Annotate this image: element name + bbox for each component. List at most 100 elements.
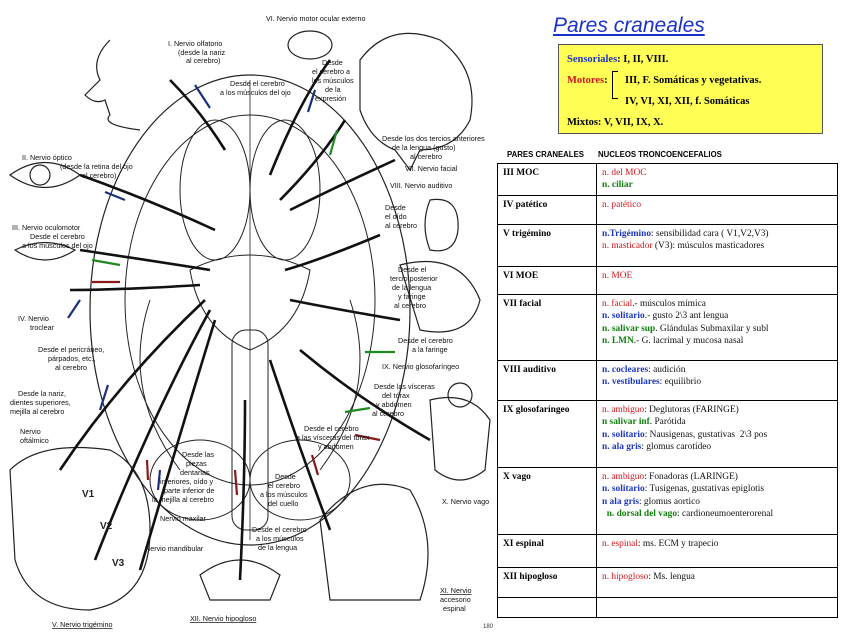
nucleus-name: n. vestibulares <box>602 377 660 388</box>
nucleus-line: n. LMN.- G. lacrimal y mucosa nasal <box>602 335 832 347</box>
nucleus-name: n ala gris <box>602 496 639 507</box>
nucleus-description: .- gusto 2\3 ant lengua <box>644 311 729 322</box>
nerve-name: XII hipogloso <box>497 566 597 598</box>
nucleus-description: .- músculos mímica <box>632 298 706 309</box>
vagus-title: X. Nervio vago <box>442 497 489 506</box>
nuclei-cell: n. ambiguo: Fonadoras (LARINGE)n. solita… <box>596 466 838 535</box>
svg-text:troclear: troclear <box>30 323 55 332</box>
nucleus-description: : Deglutoras (FARINGE) <box>644 404 739 415</box>
svg-text:(desde la retina del ojo: (desde la retina del ojo <box>60 162 133 171</box>
summary-box: Sensoriales: I, II, VIII. Motores: III, … <box>558 44 823 134</box>
nucleus-description: : audición <box>648 364 686 375</box>
nucleus-description: : cardioneumoenterorenal <box>677 509 774 520</box>
svg-text:al cerebro: al cerebro <box>394 301 426 310</box>
nuclei-cell: n. hipogloso: Ms. lengua <box>596 566 838 598</box>
nucleus-name: n. cocleares <box>602 364 649 375</box>
nerve-name: IX glosofaríngeo <box>497 399 597 468</box>
svg-text:mejilla al cerebro: mejilla al cerebro <box>10 407 64 416</box>
nuclei-cell: n.Trigémino: sensibilidad cara ( V1,V2,V… <box>596 223 838 267</box>
svg-text:Desde: Desde <box>322 58 343 67</box>
red-arrow <box>354 433 381 442</box>
svg-text:Desde el cerebro: Desde el cerebro <box>230 79 285 88</box>
svg-text:el oído: el oído <box>385 212 407 221</box>
nucleus-description: . Parótida <box>649 417 686 428</box>
svg-text:el cerebro a: el cerebro a <box>312 67 350 76</box>
nucleus-name: n. facial <box>602 298 633 309</box>
oculomotor-title: III. Nervio oculomotor <box>12 223 81 232</box>
nerve-name: XI espinal <box>497 533 597 568</box>
svg-text:oftálmico: oftálmico <box>20 436 49 445</box>
neck-head-sketch <box>319 483 429 601</box>
nucleus-line: n. del MOC <box>602 167 832 179</box>
svg-text:y abdomen: y abdomen <box>318 442 354 451</box>
blue-arrow <box>156 469 162 491</box>
nucleus-line: n. cocleares: audición <box>602 364 832 376</box>
nucleus-line: n. solitario: Nausigenas, gustativas 2\3… <box>602 429 832 441</box>
trochlear-title: IV. Nervio <box>18 314 49 323</box>
svg-text:Desde el cerebro: Desde el cerebro <box>304 424 359 433</box>
table-row <box>497 596 838 618</box>
nucleus-name: n. ciliar <box>602 180 633 191</box>
nucleus-description: .- G. lacrimal y mucosa nasal <box>633 336 744 347</box>
blue-arrow <box>67 299 81 319</box>
nucleus-name: n. espinal <box>602 538 638 549</box>
nuclei-cell: n. MOE <box>596 265 838 295</box>
nucleus-line: n. solitario: Tusigenas, gustativas epig… <box>602 483 832 495</box>
nucleus-line: n. masticador (V3): músculos masticadore… <box>602 240 832 252</box>
auditory-title: VIII. Nervio auditivo <box>390 181 452 190</box>
summary-sensory-row: Sensoriales: I, II, VIII. <box>567 54 669 65</box>
svg-text:y faringe: y faringe <box>398 292 426 301</box>
svg-text:dientes superiores,: dientes superiores, <box>10 398 71 407</box>
ophthalmic-label: Nervio <box>20 427 41 436</box>
nuclei-cell <box>596 596 838 618</box>
diagram-labels: I. Nervio olfatorio (desde la nariz al c… <box>10 14 489 629</box>
blue-arrow <box>104 190 126 202</box>
trigeminal-title: V. Nervio trigémino <box>52 620 112 629</box>
v1-label: V1 <box>82 489 95 500</box>
nerve-name: VII facial <box>497 293 597 361</box>
v3-label: V3 <box>112 558 125 569</box>
svg-text:de la lengua: de la lengua <box>258 543 297 552</box>
nucleus-name: n. masticador <box>602 241 653 252</box>
face-trigeminal-sketch <box>9 446 151 611</box>
pharynx-head-sketch <box>399 261 481 333</box>
tongue-sketch <box>199 559 281 601</box>
svg-text:espinal: espinal <box>443 604 466 613</box>
svg-text:Desde: Desde <box>385 203 406 212</box>
nucleus-line: n. facial.- músculos mímica <box>602 298 832 310</box>
svg-text:al cerebro: al cerebro <box>55 363 87 372</box>
svg-text:accesorio: accesorio <box>440 595 471 604</box>
nucleus-line: n. dorsal del vago: cardioneumoenteroren… <box>602 508 832 520</box>
svg-text:párpados, etc.,: párpados, etc., <box>48 354 96 363</box>
header-nuclei: NUCLEOS TRONCOENCEFALIOS <box>597 150 722 159</box>
abducens-title: VI. Nervio motor ocular externo <box>266 14 365 23</box>
nerve-name: VIII auditivo <box>497 359 597 401</box>
mandibular-label: Nervio mandibular <box>145 544 204 553</box>
svg-text:de la lengua: de la lengua <box>392 283 431 292</box>
svg-text:de la lengua (gusto): de la lengua (gusto) <box>392 143 456 152</box>
nucleus-description: : sensibilidad cara ( V1,V2,V3) <box>651 228 769 239</box>
eye-muscles-sketch <box>13 241 77 261</box>
nucleus-line: n. ambiguo: Fonadoras (LARINGE) <box>602 471 832 483</box>
svg-text:al cerebro: al cerebro <box>385 221 417 230</box>
blue-arrow <box>194 84 211 109</box>
anatomy-sketches <box>8 30 491 611</box>
facial-title: VII. Nervio facial <box>405 164 458 173</box>
nucleus-description: : Nausigenas, gustativas 2\3 pos <box>644 429 768 440</box>
direction-arrows <box>67 84 395 496</box>
nucleus-line: n. solitario.- gusto 2\3 ant lengua <box>602 310 832 322</box>
nucleus-name: n. ambiguo <box>602 471 645 482</box>
nucleus-name: n. solitario <box>602 484 645 495</box>
nuclei-cell: n. patético <box>596 194 838 225</box>
red-arrow <box>145 459 150 481</box>
svg-text:inferiores, oído y: inferiores, oído y <box>160 477 214 486</box>
nucleus-name: n. salivar sup <box>602 323 656 334</box>
